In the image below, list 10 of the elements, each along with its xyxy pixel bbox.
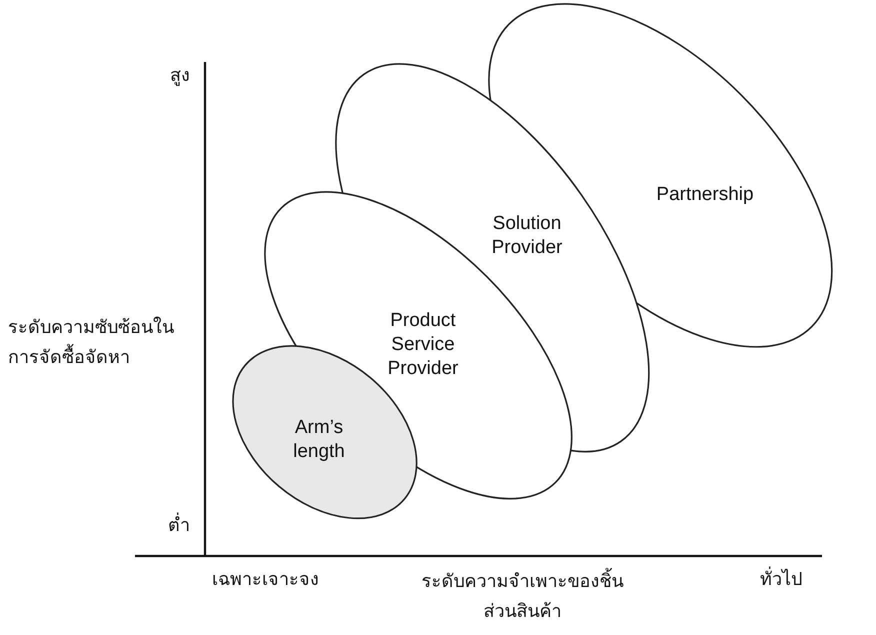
ellipse-label: Arm’s length (292, 416, 346, 464)
ellipse-label: Product Service Provider (386, 308, 460, 381)
axis-label: สูง (169, 64, 190, 88)
axis-label: เฉพาะเจาะจง (212, 568, 320, 591)
ellipse-label: Partnership (655, 182, 755, 207)
axis-title: ระดับความซับซ้อนในการจัดซื้อจัดหา (8, 316, 175, 369)
ellipse-label: Solution Provider (490, 212, 564, 260)
axis-label: ต่ำ (150, 510, 190, 540)
axis-label: ทั่วไป (760, 564, 830, 594)
axis-title: ระดับความจำเพาะของชิ้นส่วนสินค้า (420, 566, 625, 626)
